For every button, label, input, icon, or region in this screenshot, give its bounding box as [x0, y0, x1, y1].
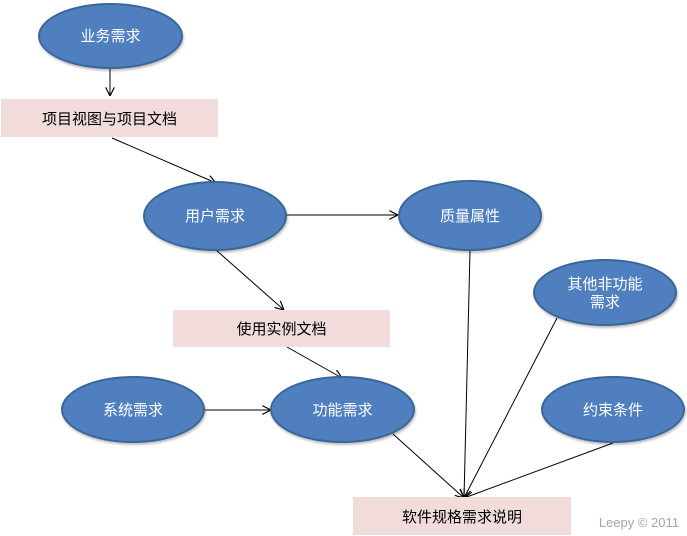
edge-constraints-to-srs	[464, 442, 614, 498]
node-functional-requirements-label: 功能需求	[312, 400, 373, 419]
node-vision-document-label: 项目视图与项目文档	[41, 109, 177, 128]
edge-othernonfunc-to-srs	[464, 317, 558, 498]
node-other-nonfunctional-requirements[interactable]: 其他非功能 需求	[533, 259, 677, 326]
node-srs-label: 软件规格需求说明	[401, 507, 522, 526]
node-quality-attributes-label: 质量属性	[439, 206, 500, 225]
edge-func-to-srs	[392, 433, 464, 498]
node-user-requirements[interactable]: 用户需求	[143, 181, 287, 251]
node-vision-document[interactable]: 项目视图与项目文档	[1, 99, 218, 137]
node-software-requirements-specification[interactable]: 软件规格需求说明	[353, 497, 571, 535]
node-system-requirements[interactable]: 系统需求	[61, 376, 205, 443]
edge-usecase-to-func	[286, 346, 342, 378]
node-business-requirements-label: 业务需求	[80, 27, 141, 45]
node-usecase-document-label: 使用实例文档	[236, 320, 327, 338]
node-other-nonfunctional-label-line1: 其他非功能	[567, 274, 643, 293]
node-business-requirements[interactable]: 业务需求	[38, 3, 183, 69]
watermark: Leepy © 2011	[598, 515, 679, 530]
node-user-requirements-label: 用户需求	[184, 207, 245, 225]
node-functional-requirements[interactable]: 功能需求	[270, 376, 415, 443]
edge-quality-to-srs	[464, 250, 471, 498]
node-usecase-document[interactable]: 使用实例文档	[173, 310, 390, 347]
node-other-nonfunctional-label: 其他非功能 需求	[567, 275, 642, 311]
edge-vision-to-user	[111, 137, 216, 183]
node-quality-attributes[interactable]: 质量属性	[398, 180, 542, 251]
node-other-nonfunctional-label-line2: 需求	[589, 292, 620, 311]
edge-user-to-usecase	[215, 249, 284, 310]
node-constraints-label: 约束条件	[582, 400, 643, 419]
node-constraints[interactable]: 约束条件	[541, 376, 685, 443]
node-system-requirements-label: 系统需求	[102, 400, 163, 419]
